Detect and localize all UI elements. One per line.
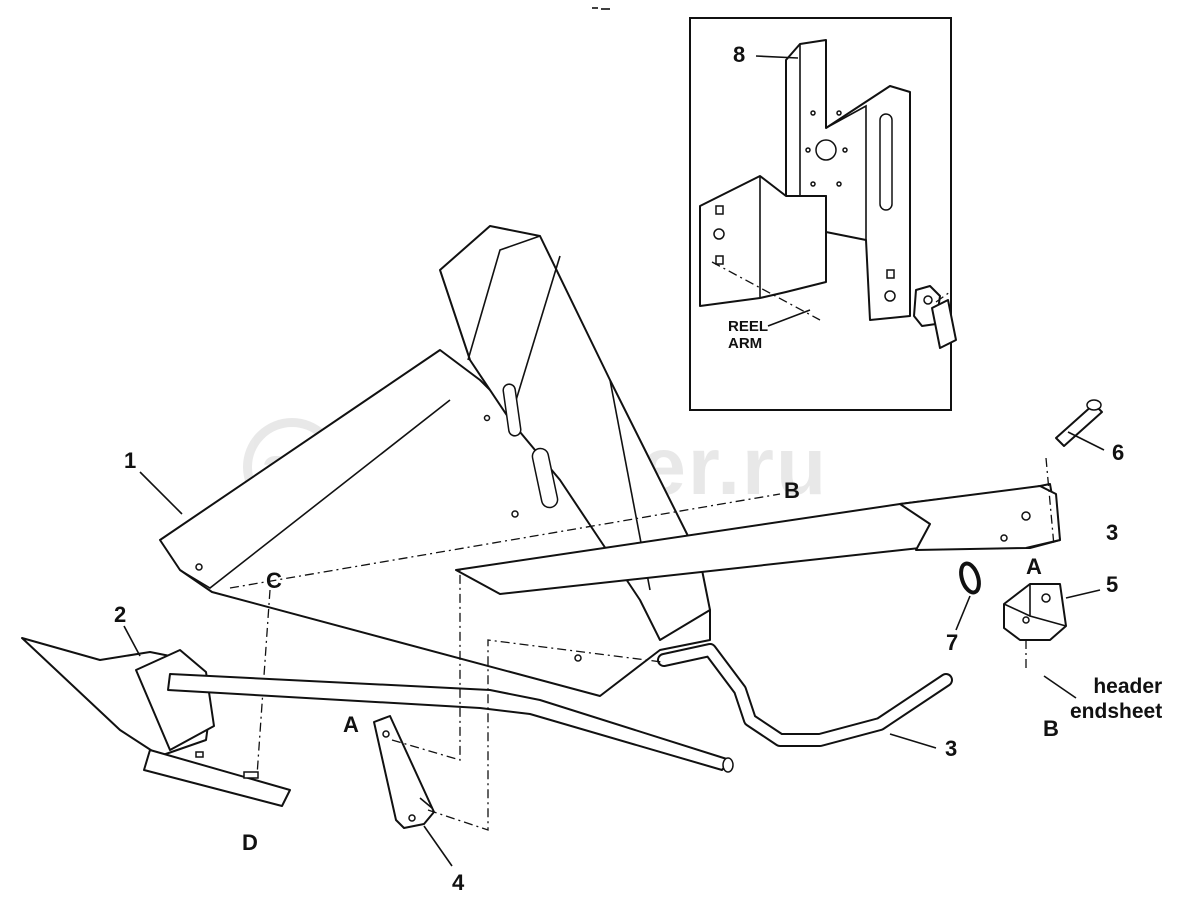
o-ring [959,561,981,595]
endsheet-note: header endsheet [1070,674,1162,724]
ref-a-left: A [343,712,359,737]
pin [1055,399,1103,447]
leader-7 [955,595,971,631]
leader-reel-arm [767,309,811,327]
reel-arm-bracket-inset [699,39,957,349]
leader-5 [1065,589,1101,599]
dash-b-top [229,493,781,589]
curved-rod [657,643,953,747]
callout-3-lower: 3 [945,736,958,761]
leader-2 [123,625,141,657]
adjustment-plate [373,715,435,829]
endsheet-line2: endsheet [1070,700,1163,724]
endsheet-line1: header [1093,675,1163,698]
support-tube [167,673,734,773]
callout-7: 7 [946,630,959,655]
reel-arm-line2: ARM [728,335,763,353]
leader-4 [423,825,453,867]
callout-5: 5 [1106,572,1119,597]
dash-6 [1045,457,1055,547]
dash-a-left [391,570,461,761]
ref-b-top: B [784,478,800,503]
leader-8 [755,55,799,59]
leader-1 [139,471,183,515]
reel-arm-label: REEL ARM [728,318,768,353]
dash-lower [427,639,663,831]
ref-a-right: A [1026,554,1042,579]
mounting-bracket [1003,583,1067,641]
ref-c: C [266,568,282,593]
callout-3-upper: 3 [1106,520,1119,545]
ref-d: D [242,830,258,855]
lifter-shoe [21,637,291,807]
leader-endsheet [1043,675,1077,699]
header-extension-bar [455,483,1061,595]
callout-4: 4 [452,870,465,895]
ref-b-bottom: B [1043,716,1059,741]
reel-arm-support-plate [159,225,711,697]
reel-arm-line1: REEL [728,318,769,335]
callout-2: 2 [114,602,127,627]
top-mark [592,7,610,10]
callout-1: 1 [124,448,137,473]
callout-6: 6 [1112,440,1125,465]
callout-8: 8 [733,42,746,67]
leader-6 [1067,431,1105,451]
leader-3-lower [889,733,937,749]
